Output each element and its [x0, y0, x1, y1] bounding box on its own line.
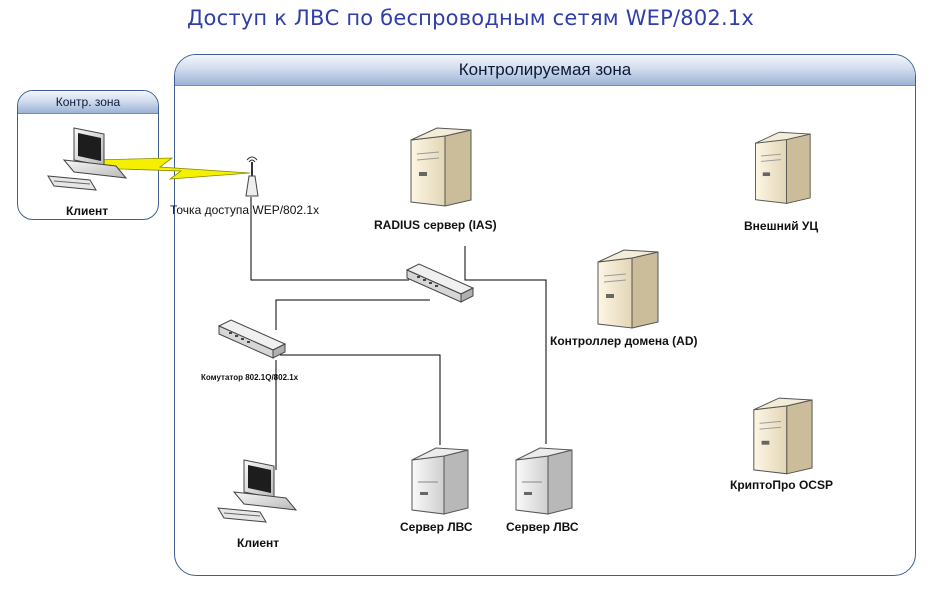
tower-server-icon: [755, 131, 811, 204]
client-wireless-label: Клиент: [66, 204, 109, 218]
wire-switch-to-dc: [465, 279, 547, 444]
domain-controller-label: Контроллер домена (AD): [550, 334, 698, 348]
diagram-title: Доступ к ЛВС по беспроводным сетям WEP/8…: [186, 6, 755, 30]
ocsp-label: КриптоПро OCSP: [730, 478, 833, 492]
tower-server-icon: [410, 127, 472, 207]
lan-server-2-label: Сервер ЛВС: [506, 520, 579, 534]
switch-icon: [217, 319, 287, 359]
controlled-zone-header: Контролируемая зона: [175, 55, 915, 86]
tower-server-icon: [597, 249, 659, 329]
small-server-icon: [515, 447, 573, 515]
wire-ap-to-switch: [250, 197, 409, 281]
switch-8021q-label: Комутатор 802.1Q/802.1x: [201, 373, 299, 382]
small-zone-header: Контр. зона: [18, 91, 158, 114]
small-server-icon: [411, 447, 469, 515]
radius-server-label: RADIUS сервер (IAS): [374, 218, 497, 232]
lan-server-1-label: Сервер ЛВС: [400, 520, 473, 534]
access-point-icon: [245, 156, 259, 197]
wire-switch-to-switch8021q: [275, 299, 430, 330]
switch-icon: [405, 263, 475, 303]
client-wired-label: Клиент: [237, 536, 280, 550]
workstation-icon: [217, 459, 298, 523]
access-point-label: Точка доступа WEP/802.1x: [170, 203, 320, 217]
tower-server-icon: [753, 397, 813, 475]
workstation-icon: [47, 127, 128, 191]
wire-switch8021q-to-server1: [280, 354, 441, 445]
external-ca-label: Внешний УЦ: [744, 219, 819, 233]
